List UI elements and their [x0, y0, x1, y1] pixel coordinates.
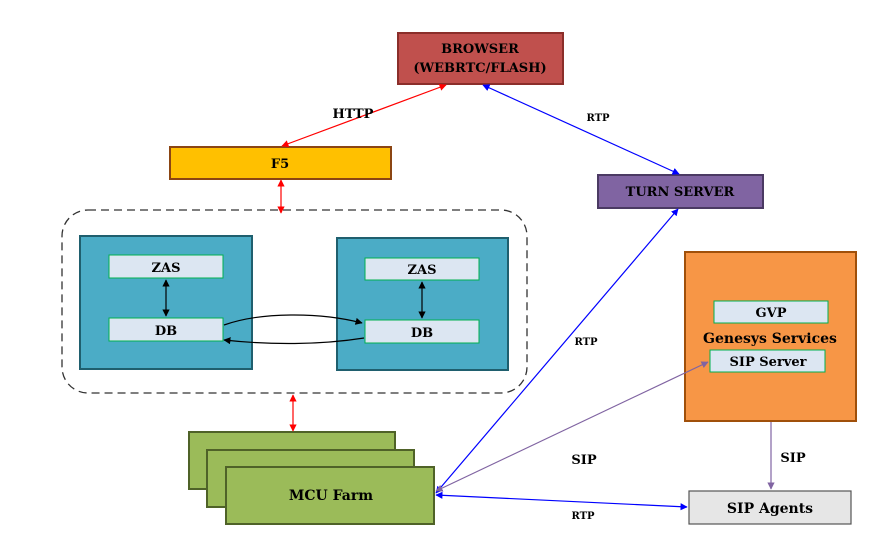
sip-server-node	[709, 349, 826, 373]
zas-left-node	[108, 254, 224, 279]
gvp-label: GVP	[756, 306, 787, 321]
mcu-farm-label: MCU Farm	[289, 488, 373, 504]
rtp-turn-mcu-label: RTP	[574, 337, 598, 348]
turn-server-label: TURN SERVER	[626, 185, 735, 200]
f5-label: F5	[271, 157, 289, 172]
rtp-mcu-agents-label: RTP	[571, 511, 595, 522]
sip-agents-node	[688, 490, 852, 525]
mcu-farm-node	[225, 466, 435, 525]
sip-mcu-sipserver-label: SIP	[571, 453, 596, 468]
http-label: HTTP	[333, 107, 374, 122]
sip-agents-label: SIP Agents	[727, 501, 813, 517]
gvp-node	[713, 300, 829, 324]
rtp-mcu-agents-arrow	[435, 491, 688, 511]
rtp-browser-turn-arrow	[482, 84, 680, 175]
http-arrow	[281, 83, 447, 148]
zas-right-label: ZAS	[408, 263, 437, 278]
sip-mcu-sipserver-arrow	[435, 361, 709, 492]
sip-server-label: SIP Server	[730, 355, 807, 370]
browser-label-line1: BROWSER	[441, 42, 519, 57]
db-right-label: DB	[411, 326, 433, 341]
sip-genesys-agents-label: SIP	[780, 451, 805, 466]
turn-server-node	[597, 174, 764, 209]
genesys-services-label: Genesys Services	[703, 331, 837, 347]
server-cluster-boundary	[61, 209, 528, 394]
zas-left-label: ZAS	[152, 261, 181, 276]
db-replication-arrow-left	[223, 337, 365, 345]
browser-node	[397, 32, 564, 85]
db-left-node	[108, 317, 224, 342]
f5-node	[169, 146, 392, 180]
db-left-label: DB	[155, 324, 177, 339]
db-replication-arrow-right	[223, 314, 363, 326]
browser-label-line2: (WEBRTC/FLASH)	[413, 61, 546, 76]
rtp-browser-turn-label: RTP	[586, 113, 610, 124]
genesys-services-node	[684, 251, 857, 422]
